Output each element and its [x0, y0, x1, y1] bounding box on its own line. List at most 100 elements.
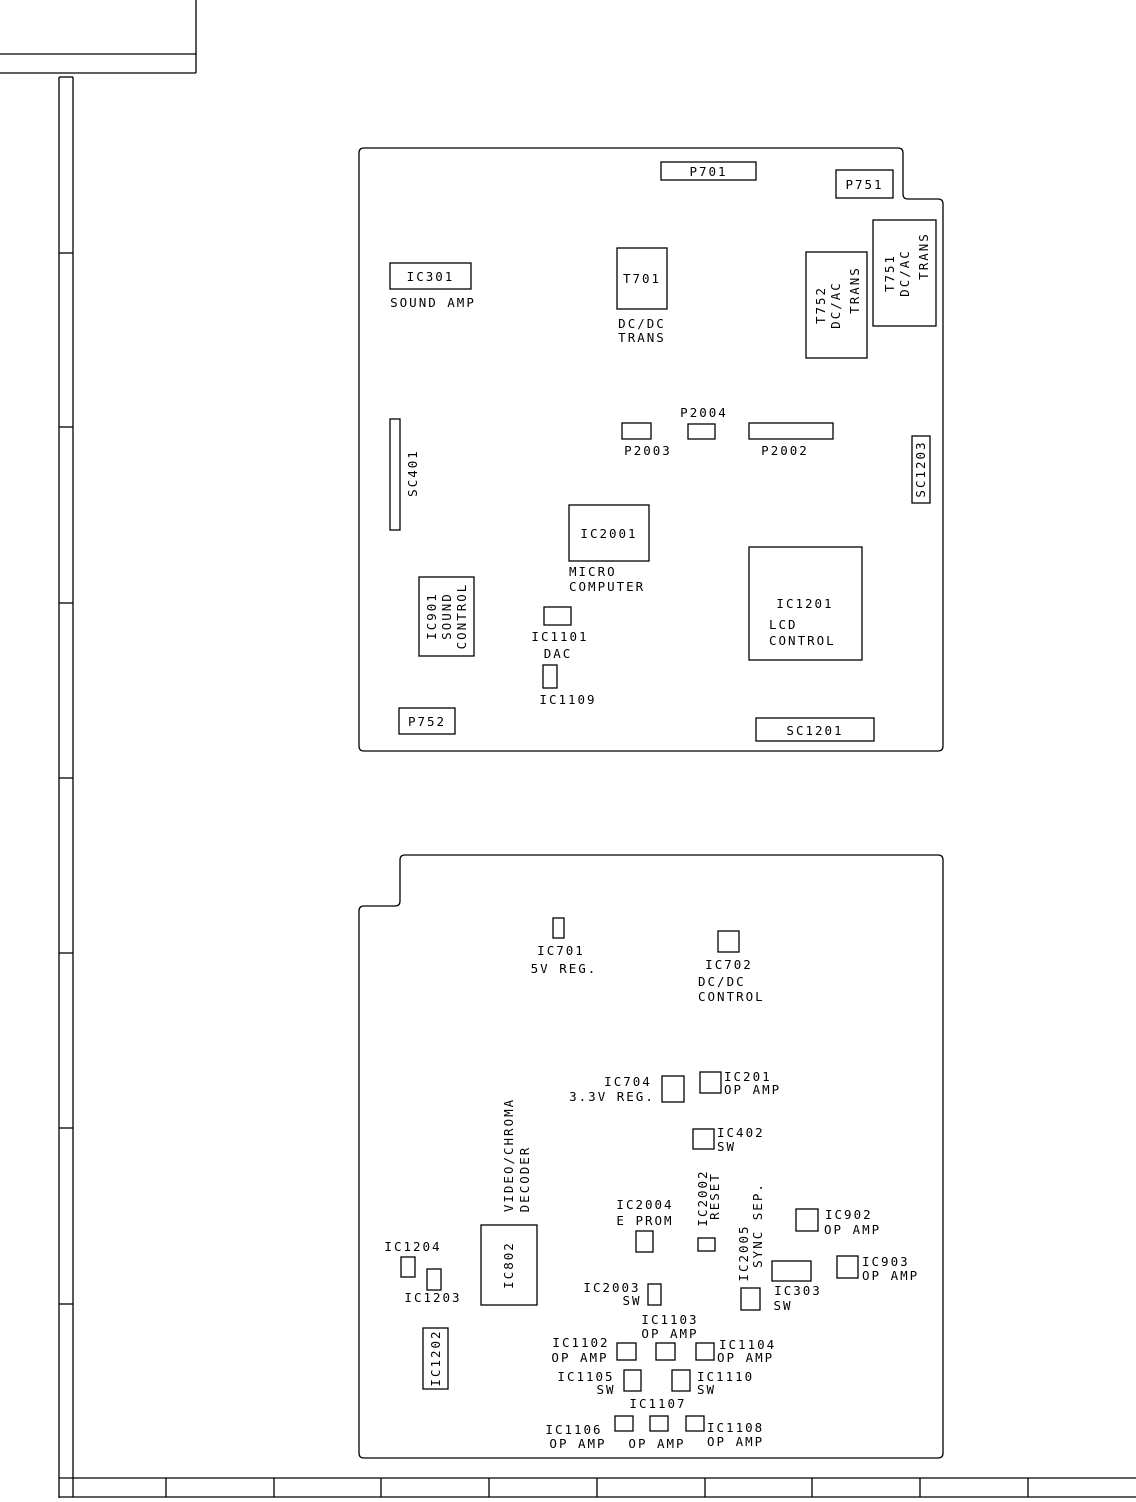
ic901-chip [418, 576, 475, 657]
ic1103-label: IC1103 [641, 1312, 698, 1327]
ic1102-chip [616, 1342, 637, 1361]
ic903-description: OP AMP [862, 1268, 919, 1283]
p2003-connector [621, 422, 652, 440]
ic1203-chip [426, 1268, 442, 1291]
ic1105-label: IC1105 [557, 1369, 614, 1384]
p752-connector [398, 707, 456, 735]
t751-transformer [872, 219, 937, 327]
bottom-board-outline [358, 854, 944, 1459]
ic901-description-line2: CONTROL [454, 583, 469, 650]
ic903-label: IC903 [862, 1254, 910, 1269]
ic201-label: IC201 [724, 1069, 772, 1084]
ic2004-description: E PROM [616, 1213, 673, 1228]
ic2005-chip [740, 1287, 761, 1311]
ic303-chip [771, 1260, 812, 1282]
ic704-description: 3.3V REG. [569, 1089, 655, 1104]
ic802-chip [480, 1224, 538, 1306]
ic2003-description: SW [622, 1293, 641, 1308]
ic402-chip [692, 1128, 715, 1150]
ic2002-chip [697, 1237, 716, 1252]
ic1104-chip [695, 1342, 715, 1361]
ic1204-chip [400, 1256, 416, 1278]
ic1106-chip [614, 1415, 634, 1432]
ic201-chip [699, 1071, 722, 1094]
t701-transformer [616, 247, 668, 310]
ic1202-label: IC1202 [428, 1329, 443, 1386]
ic702-description-line2: CONTROL [698, 989, 765, 1004]
bottom-board: IC701 5V REG. IC702 DC/DC CONTROL IC704 … [358, 854, 944, 1459]
ic2004-label: IC2004 [616, 1197, 673, 1212]
ic1110-label: IC1110 [697, 1369, 754, 1384]
ic1103-chip [655, 1342, 676, 1361]
t751-description-line2: TRANS [916, 232, 931, 280]
ic902-label: IC902 [825, 1207, 873, 1222]
ic1108-description: OP AMP [707, 1434, 764, 1449]
ic701-description: 5V REG. [531, 961, 598, 976]
ic1110-description: SW [697, 1382, 716, 1397]
ic902-description: OP AMP [824, 1222, 881, 1237]
ic2003-chip [647, 1283, 662, 1306]
p2002-label: P2002 [761, 443, 809, 458]
ic1104-label: IC1104 [719, 1337, 776, 1352]
p701-label: P701 [689, 164, 727, 179]
t701-label: T701 [623, 271, 661, 286]
ic301-chip [389, 262, 472, 290]
ic1108-label: IC1108 [707, 1420, 764, 1435]
ic1102-description: OP AMP [551, 1350, 608, 1365]
ic901-description-line1: SOUND [439, 592, 454, 640]
ic301-description: SOUND AMP [390, 295, 476, 310]
p2002-connector [748, 422, 834, 440]
t751-label: T751 [882, 254, 897, 292]
ic1105-description: SW [596, 1382, 615, 1397]
ic402-description: SW [717, 1139, 736, 1154]
ic1202-chip [422, 1327, 449, 1390]
p751-label: P751 [845, 177, 883, 192]
ic901-label: IC901 [424, 592, 439, 640]
top-board: P701 P751 IC301 SOUND AMP T701 DC/DC TRA… [358, 147, 944, 752]
ic1109-label: IC1109 [539, 692, 596, 707]
ic2005-label: IC2005 [736, 1224, 751, 1281]
ic1201-chip [748, 546, 863, 661]
ic1106-description: OP AMP [549, 1436, 606, 1451]
ic2001-description-line2: COMPUTER [569, 579, 645, 594]
ic903-chip [836, 1255, 859, 1279]
sc401-connector [389, 418, 401, 531]
p751-connector [835, 169, 894, 199]
top-board-outline [358, 147, 944, 752]
ic702-label: IC702 [705, 957, 753, 972]
ic2003-label: IC2003 [583, 1280, 640, 1295]
ic1201-description-line1: LCD [769, 617, 798, 632]
ic303-label: IC303 [774, 1283, 822, 1298]
p752-label: P752 [408, 714, 446, 729]
ic1106-label: IC1106 [545, 1422, 602, 1437]
t701-description-line1: DC/DC [618, 316, 666, 331]
ic1102-label: IC1102 [552, 1335, 609, 1350]
ic701-label: IC701 [537, 943, 585, 958]
ic1101-description: DAC [544, 646, 573, 661]
ic1101-label: IC1101 [531, 629, 588, 644]
ic1110-chip [671, 1369, 691, 1392]
sc1203-connector [911, 435, 931, 504]
ic802-label: IC802 [501, 1241, 516, 1289]
sc1201-label: SC1201 [786, 723, 843, 738]
ic1201-description-line2: CONTROL [769, 633, 836, 648]
ic2001-description-line1: MICRO [569, 564, 617, 579]
ic2004-chip [635, 1230, 654, 1253]
ic702-description-line1: DC/DC [698, 974, 746, 989]
ic402-label: IC402 [717, 1125, 765, 1140]
sc401-label: SC401 [405, 449, 420, 497]
ic701-chip [552, 917, 565, 939]
t752-transformer [805, 251, 868, 359]
p701-connector [660, 161, 757, 181]
ic2002-label: IC2002 [695, 1169, 710, 1226]
ic1107-label: IC1107 [629, 1396, 686, 1411]
ic802-description-line2: DECODER [517, 1146, 532, 1213]
ic1204-label: IC1204 [384, 1239, 441, 1254]
ic301-label: IC301 [407, 269, 455, 284]
ic2001-label: IC2001 [580, 526, 637, 541]
sc1203-label: SC1203 [913, 440, 928, 497]
ic1103-description: OP AMP [641, 1326, 698, 1341]
